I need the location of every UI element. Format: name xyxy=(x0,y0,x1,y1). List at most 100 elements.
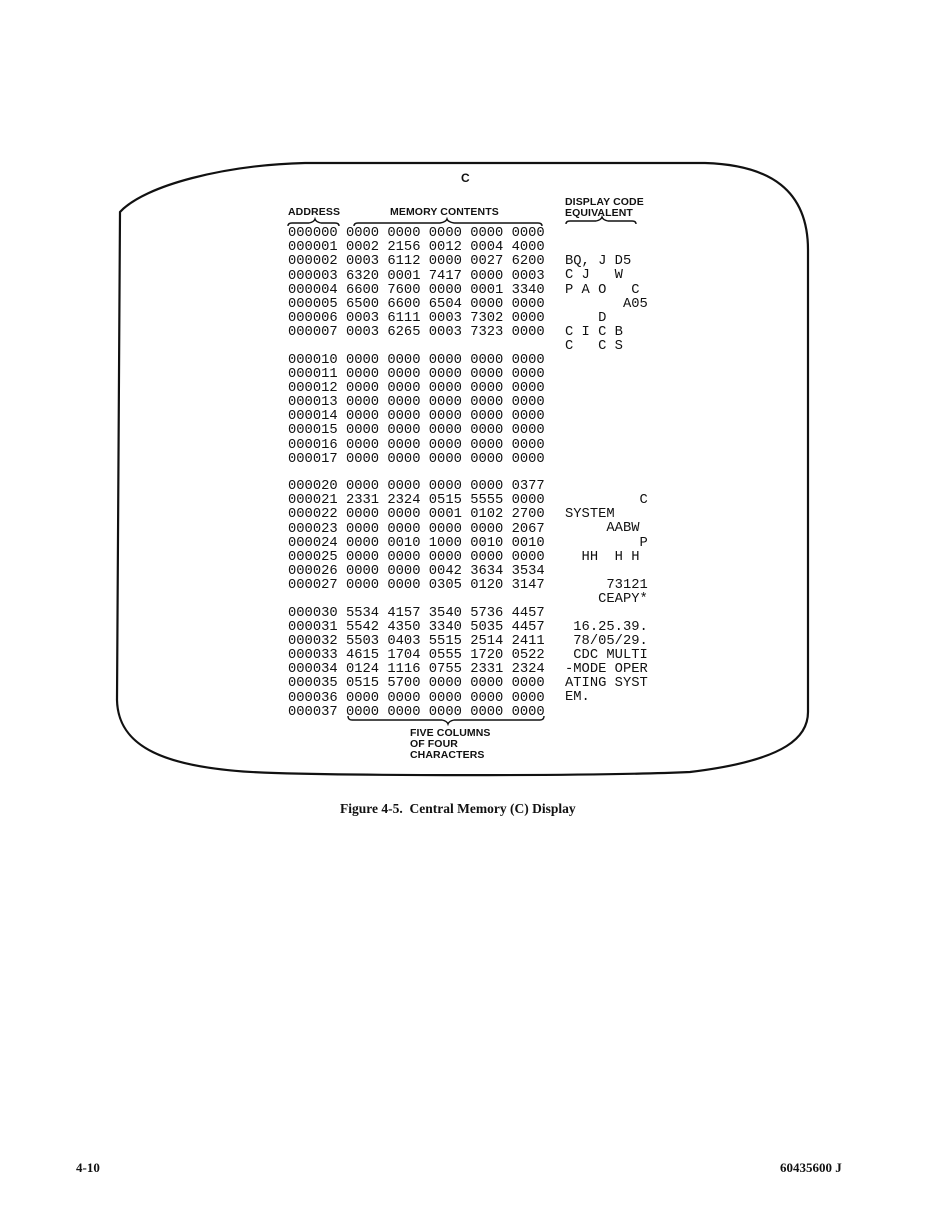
memory-word: 0000 xyxy=(511,676,545,692)
memory-word: 0012 xyxy=(428,240,462,256)
address-cell: 000024 xyxy=(288,535,338,551)
display-code-row xyxy=(565,382,648,396)
memory-row: 000005 6500 6600 6504 0000 0000 xyxy=(288,296,545,312)
memory-word: 0000 xyxy=(470,366,504,382)
memory-word: 2700 xyxy=(511,507,545,523)
crt-screen-outline xyxy=(115,161,810,777)
display-code-row: EM. xyxy=(565,690,590,706)
display-code-row xyxy=(565,368,648,382)
memory-row: 000002 0003 6112 0000 0027 6200 xyxy=(288,255,545,269)
memory-word: 5736 xyxy=(470,605,504,621)
display-code-header-line1: DISPLAY CODE xyxy=(565,196,644,208)
memory-word: 5700 xyxy=(387,676,421,692)
memory-word: 0001 xyxy=(387,268,421,284)
display-code-row xyxy=(565,438,648,452)
address-cell: 000035 xyxy=(288,676,338,692)
memory-row: 000027 0000 0000 0305 0120 3147 xyxy=(288,579,545,593)
memory-word: 5542 xyxy=(345,619,380,635)
memory-word: 2324 xyxy=(511,662,545,678)
memory-word: 0000 xyxy=(387,704,421,720)
memory-word: 0010 xyxy=(387,535,421,551)
memory-word: 3634 xyxy=(470,564,504,580)
memory-word: 0000 xyxy=(428,676,462,692)
display-code-row xyxy=(565,720,648,734)
display-code-row xyxy=(565,241,648,255)
memory-row: 000026 0000 0000 0042 3634 3534 xyxy=(288,565,545,579)
memory-word: 6500 xyxy=(345,296,380,312)
memory-contents-bracket xyxy=(353,216,543,227)
memory-word: 0124 xyxy=(345,662,380,678)
display-code-row: AABW xyxy=(565,521,640,537)
display-code-row: 78/05/29. xyxy=(565,633,648,649)
display-code-row: CDC MULTI xyxy=(565,647,648,663)
display-code-row: SYSTEM xyxy=(565,507,615,523)
display-code-row: HH H H xyxy=(565,549,640,565)
memory-word: 5503 xyxy=(345,633,380,649)
memory-word: 0000 xyxy=(470,296,504,312)
address-cell: 000022 xyxy=(288,507,338,523)
display-code-bracket xyxy=(565,214,637,225)
memory-word: 0000 xyxy=(470,380,504,396)
address-cell: 000001 xyxy=(288,240,338,256)
memory-word: 0000 xyxy=(387,578,421,594)
memory-word: 0000 xyxy=(345,352,380,368)
memory-word: 2324 xyxy=(387,493,421,509)
address-cell: 000012 xyxy=(288,380,338,396)
memory-word: 0000 xyxy=(511,311,545,327)
memory-row: 000021 2331 2324 0515 5555 0000 xyxy=(288,494,545,508)
address-cell: 000013 xyxy=(288,395,338,411)
memory-word: 0515 xyxy=(345,676,380,692)
address-cell: 000030 xyxy=(288,605,338,621)
address-cell: 000002 xyxy=(288,254,338,270)
memory-word: 0000 xyxy=(511,366,545,382)
memory-word: 0000 xyxy=(428,704,462,720)
memory-row: 000030 5534 4157 3540 5736 4457 xyxy=(288,605,545,621)
memory-word: 0000 xyxy=(428,352,462,368)
memory-word: 0000 xyxy=(345,395,380,411)
display-code-row: 73121 xyxy=(565,578,648,594)
memory-word: 0522 xyxy=(511,648,545,664)
memory-word: 0000 xyxy=(470,409,504,425)
memory-word: 0000 xyxy=(387,690,421,706)
display-code-row: P A O C xyxy=(565,282,640,298)
memory-word: 0000 xyxy=(470,704,504,720)
display-code-row xyxy=(565,453,648,467)
memory-word: 0027 xyxy=(470,254,504,270)
memory-word: 1704 xyxy=(387,648,421,664)
memory-word: 3147 xyxy=(511,578,545,594)
display-code-row: P xyxy=(565,535,648,551)
memory-word: 0000 xyxy=(387,409,421,425)
memory-word: 0000 xyxy=(511,409,545,425)
memory-word: 0000 xyxy=(345,451,380,467)
memory-word: 0000 xyxy=(511,690,545,706)
address-header: ADDRESS xyxy=(288,206,341,218)
memory-word: 0003 xyxy=(345,325,380,341)
memory-word: 0000 xyxy=(428,395,462,411)
memory-row: 000006 0003 6111 0003 7302 0000 xyxy=(288,312,545,326)
memory-word: 5035 xyxy=(470,619,504,635)
memory-word: 0102 xyxy=(470,507,504,523)
memory-word: 2411 xyxy=(511,633,545,649)
address-cell: 000036 xyxy=(288,690,338,706)
address-cell: 000037 xyxy=(288,704,338,720)
memory-row: 000017 0000 0000 0000 0000 0000 xyxy=(288,451,545,467)
memory-row: 000033 4615 1704 0555 1720 0522 xyxy=(288,648,545,664)
address-cell: 000005 xyxy=(288,296,338,312)
memory-word: 0000 xyxy=(345,437,380,453)
memory-row: 000037 0000 0000 0000 0000 0000 xyxy=(288,704,545,720)
display-title: C xyxy=(461,171,470,185)
memory-word: 0000 xyxy=(470,423,504,439)
memory-row: 000001 0002 2156 0012 0004 4000 xyxy=(288,241,545,255)
address-cell: 000000 xyxy=(288,226,338,241)
five-columns-note-line3: CHARACTERS xyxy=(410,749,485,761)
address-cell: 000025 xyxy=(288,549,338,565)
memory-word: 0755 xyxy=(428,662,462,678)
memory-word: 2331 xyxy=(345,493,380,509)
memory-row: 000012 0000 0000 0000 0000 0000 xyxy=(288,380,545,396)
memory-row: 000011 0000 0000 0000 0000 0000 xyxy=(288,366,545,382)
memory-word: 0000 xyxy=(511,423,545,439)
memory-row: 000014 0000 0000 0000 0000 0000 xyxy=(288,410,545,424)
memory-row: 000000 0000 0000 0000 0000 0000 xyxy=(288,226,545,241)
memory-word: 6265 xyxy=(387,325,421,341)
